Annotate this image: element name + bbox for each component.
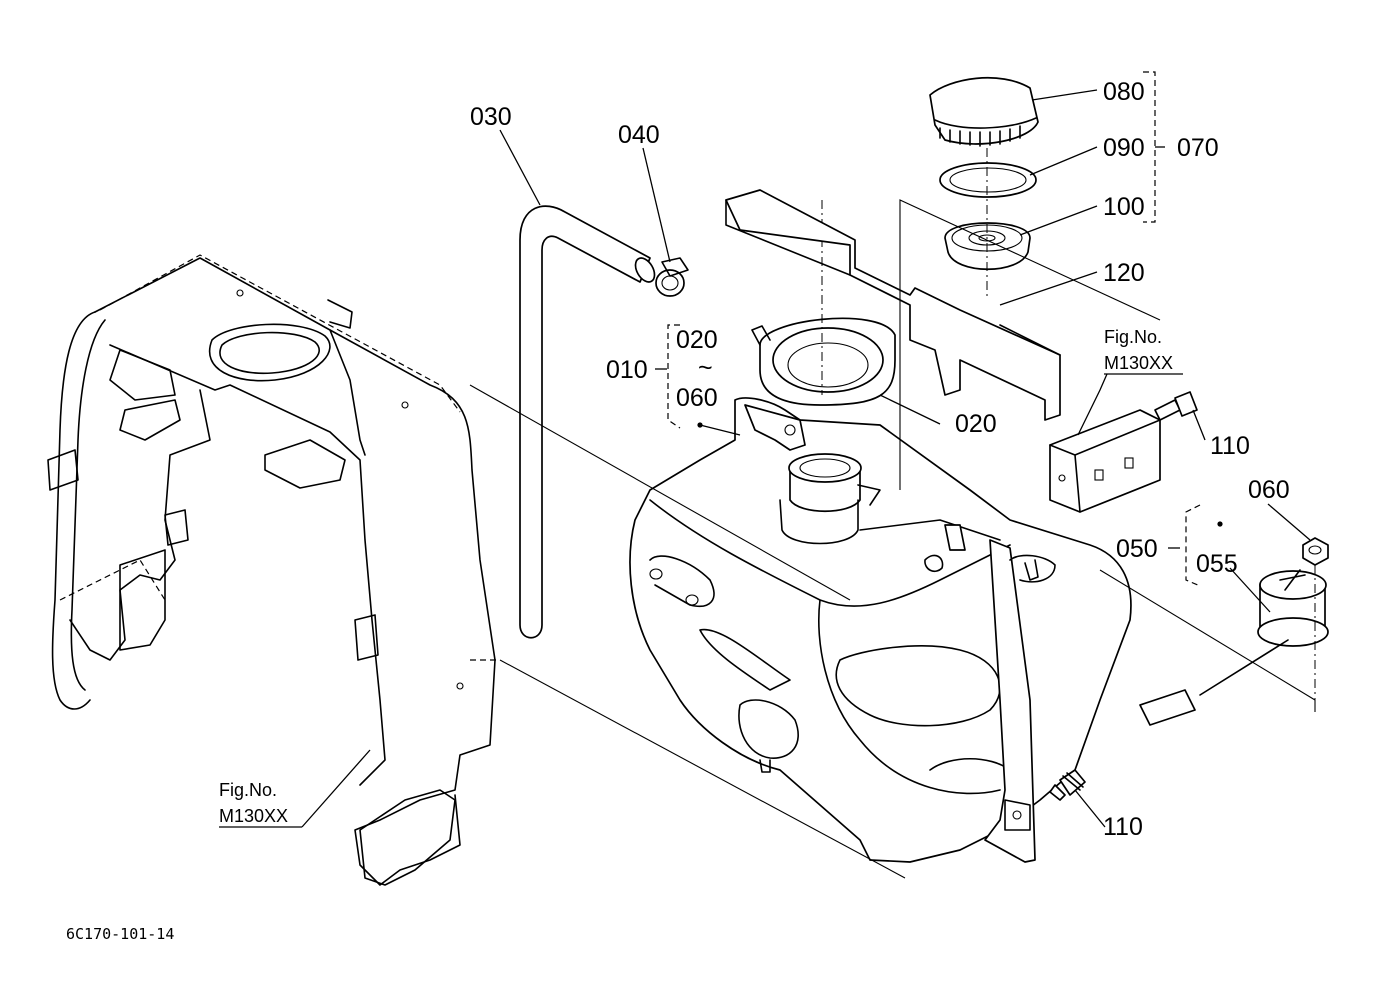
bracket-m130 — [1049, 409, 1161, 513]
fitting-110-upper — [1154, 391, 1198, 421]
callout-120: 120 — [1103, 259, 1145, 287]
callout-tilde: ~ — [698, 354, 713, 382]
fig-ref-top-line1: Fig.No. — [1104, 327, 1162, 347]
callout-labels: 030 040 080 090 070 100 120 010 020 ~ 06… — [66, 78, 1290, 943]
group-brackets — [667, 71, 1201, 587]
callout-040: 040 — [618, 121, 660, 149]
fig-ref-bottom-line1: Fig.No. — [219, 780, 277, 800]
callout-050: 050 — [1116, 535, 1158, 563]
nut-060 — [1302, 537, 1329, 566]
drawing-code: 6C170-101-14 — [66, 925, 174, 943]
callout-100: 100 — [1103, 193, 1145, 221]
callout-070: 070 — [1177, 134, 1219, 162]
callout-030: 030 — [470, 103, 512, 131]
gasket-090 — [939, 162, 1037, 198]
callout-020-a: 020 — [676, 326, 718, 354]
strainer-020 — [751, 317, 896, 406]
tank-cover-120 — [725, 189, 1061, 421]
callout-060-a: 060 — [676, 384, 718, 412]
callout-110-b: 110 — [1103, 813, 1143, 841]
callout-090: 090 — [1103, 134, 1145, 162]
callout-110-a: 110 — [1210, 432, 1250, 460]
fuel-tank — [629, 397, 1132, 863]
fig-ref-bottom-line2: M130XX — [219, 806, 288, 826]
rear-cover — [47, 254, 500, 886]
callout-020-b: 020 — [955, 410, 997, 438]
callout-010: 010 — [606, 356, 648, 384]
leader-lines — [301, 89, 1311, 828]
callout-060-b: 060 — [1248, 476, 1290, 504]
fig-ref-top-line2: M130XX — [1104, 353, 1173, 373]
vent-hose-030 — [519, 205, 656, 639]
hose-clamp-040 — [655, 257, 689, 297]
fuel-cap-080 — [929, 77, 1039, 147]
callout-080: 080 — [1103, 78, 1145, 106]
fuel-gauge-055 — [1139, 569, 1329, 726]
callout-055: 055 — [1196, 550, 1238, 578]
fitting-110-lower — [1049, 769, 1086, 801]
